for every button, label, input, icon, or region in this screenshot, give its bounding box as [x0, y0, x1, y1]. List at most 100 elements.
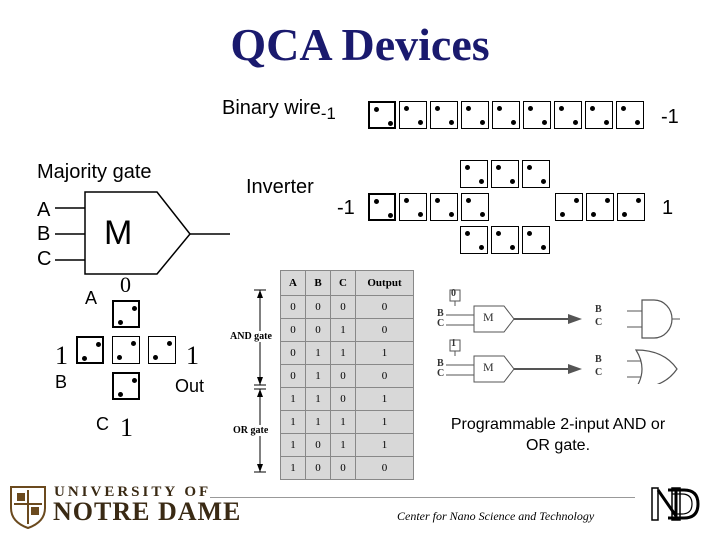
page-title: QCA Devices [230, 19, 490, 70]
electron-dot [604, 120, 609, 125]
truth-table-cell: 0 [355, 295, 414, 319]
inverter-output-value: 1 [662, 197, 674, 219]
electron-dot [574, 198, 579, 203]
electron-dot [82, 356, 87, 361]
wire-cell [554, 101, 582, 129]
truth-table-cell: 1 [355, 341, 414, 365]
electron-dot [465, 165, 470, 170]
electron-dot [527, 231, 532, 236]
wire-cell [616, 101, 644, 129]
electron-dot [480, 120, 485, 125]
electron-dot [374, 107, 379, 112]
university-top-text: UNIVERSITY OF [54, 484, 212, 500]
truth-table-cell: 1 [280, 433, 306, 457]
inverter-output-cell [617, 193, 645, 221]
qca-right-value: 1 [186, 341, 199, 370]
programmable-caption: Programmable 2-input AND or OR gate. [450, 416, 666, 454]
electron-dot [418, 120, 423, 125]
truth-table-cell: 0 [330, 456, 356, 480]
electron-dot [636, 198, 641, 203]
or-majority-m: M [483, 360, 494, 374]
truth-table-cell: 0 [330, 387, 356, 411]
electron-dot [435, 106, 440, 111]
and-gate-label: AND gate [230, 331, 272, 342]
electron-dot [496, 165, 501, 170]
electron-dot [479, 179, 484, 184]
majority-input-a: A [37, 199, 51, 221]
and-control-value: 0 [451, 288, 456, 299]
inverter-upper-cell [491, 160, 519, 188]
binary-wire-output-value: -1 [661, 106, 679, 128]
electron-dot [496, 231, 501, 236]
qca-input-c: C [96, 414, 109, 434]
truth-table-cell: 1 [280, 387, 306, 411]
nd-monogram-icon [651, 487, 700, 521]
majority-gate-label: Majority gate [37, 161, 152, 183]
electron-dot [542, 120, 547, 125]
binary-wire-input-value: -1 [320, 104, 336, 123]
university-seal-icon [10, 486, 46, 530]
truth-table-cell: 1 [355, 387, 414, 411]
electron-dot [560, 212, 565, 217]
qca-bottom-value: 1 [120, 413, 133, 442]
electron-dot [573, 120, 578, 125]
electron-dot [479, 245, 484, 250]
truth-header-b: B [305, 270, 331, 296]
electron-dot [541, 179, 546, 184]
qca-top-value: 0 [120, 272, 131, 297]
qca-output-cell [148, 336, 176, 364]
truth-table-cell: 1 [305, 364, 331, 388]
wire-input-cell [368, 101, 396, 129]
truth-table-cell: 1 [280, 410, 306, 434]
majority-gate-symbol [55, 191, 230, 275]
electron-dot [528, 106, 533, 111]
truth-table-cell: 0 [305, 318, 331, 342]
truth-table-cell: 1 [330, 433, 356, 457]
electron-dot [418, 212, 423, 217]
electron-dot [466, 198, 471, 203]
programmable-gates-diagram [446, 289, 680, 384]
electron-dot [96, 342, 101, 347]
or-input-c-left: C [437, 368, 445, 379]
electron-dot [466, 106, 471, 111]
inverter-lower-cell [522, 226, 550, 254]
wire-cell [523, 101, 551, 129]
inverter-upper-cell [460, 160, 488, 188]
truth-table-cell: 0 [280, 318, 306, 342]
inverter-lower-cell [460, 226, 488, 254]
electron-dot [404, 198, 409, 203]
inverter-cell [399, 193, 427, 221]
truth-table-cell: 0 [280, 341, 306, 365]
truth-table-cell: 0 [305, 295, 331, 319]
inverter-output-cell [586, 193, 614, 221]
electron-dot [118, 392, 123, 397]
qca-input-c-cell [112, 372, 140, 400]
and-majority-m: M [483, 310, 494, 324]
and-input-b-right: B [595, 304, 602, 315]
wire-cell [585, 101, 613, 129]
binary-wire-label: Binary wire-1 [222, 97, 336, 124]
electron-dot [621, 106, 626, 111]
wire-cell [399, 101, 427, 129]
truth-table-cell: 1 [305, 341, 331, 365]
truth-table-cell: 1 [305, 410, 331, 434]
wire-cell [492, 101, 520, 129]
binary-wire-text: Binary wire [222, 97, 321, 119]
qca-input-a-cell [112, 300, 140, 328]
electron-dot [449, 212, 454, 217]
inverter-lower-cell [491, 226, 519, 254]
truth-table-cell: 0 [280, 364, 306, 388]
electron-dot [527, 165, 532, 170]
truth-table-cell: 0 [330, 295, 356, 319]
inverter-input-value: -1 [337, 197, 355, 219]
truth-table-cell: 0 [280, 295, 306, 319]
